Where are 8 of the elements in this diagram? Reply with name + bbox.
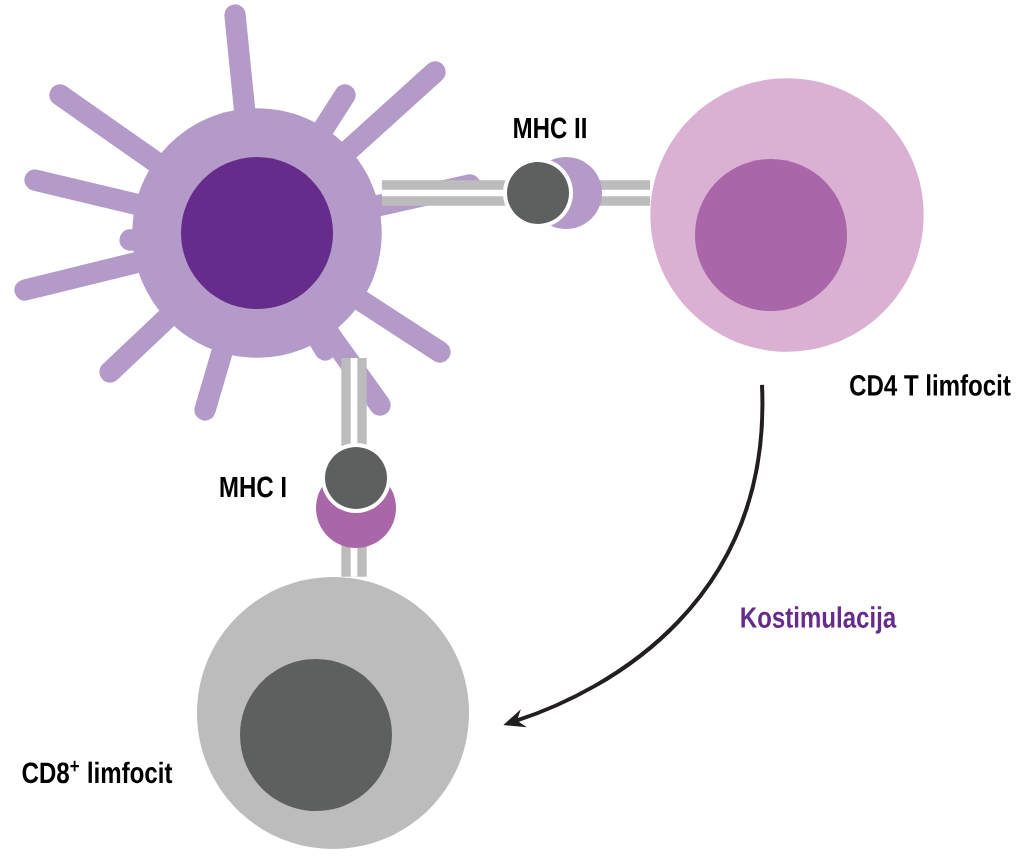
t-cell-drawing: [197, 577, 469, 849]
cell-label: CD4 T limfocit: [850, 374, 1011, 396]
edge-label: MHC II: [514, 117, 586, 139]
edge-label: MHC I: [220, 476, 286, 498]
dendritic-cell-drawing: [14, 4, 481, 421]
cell-label: CD8$^{+}$ limfocit: [22, 760, 173, 784]
edge-label: Kostimulacija: [741, 606, 897, 634]
t-cell-drawing: [650, 78, 924, 352]
